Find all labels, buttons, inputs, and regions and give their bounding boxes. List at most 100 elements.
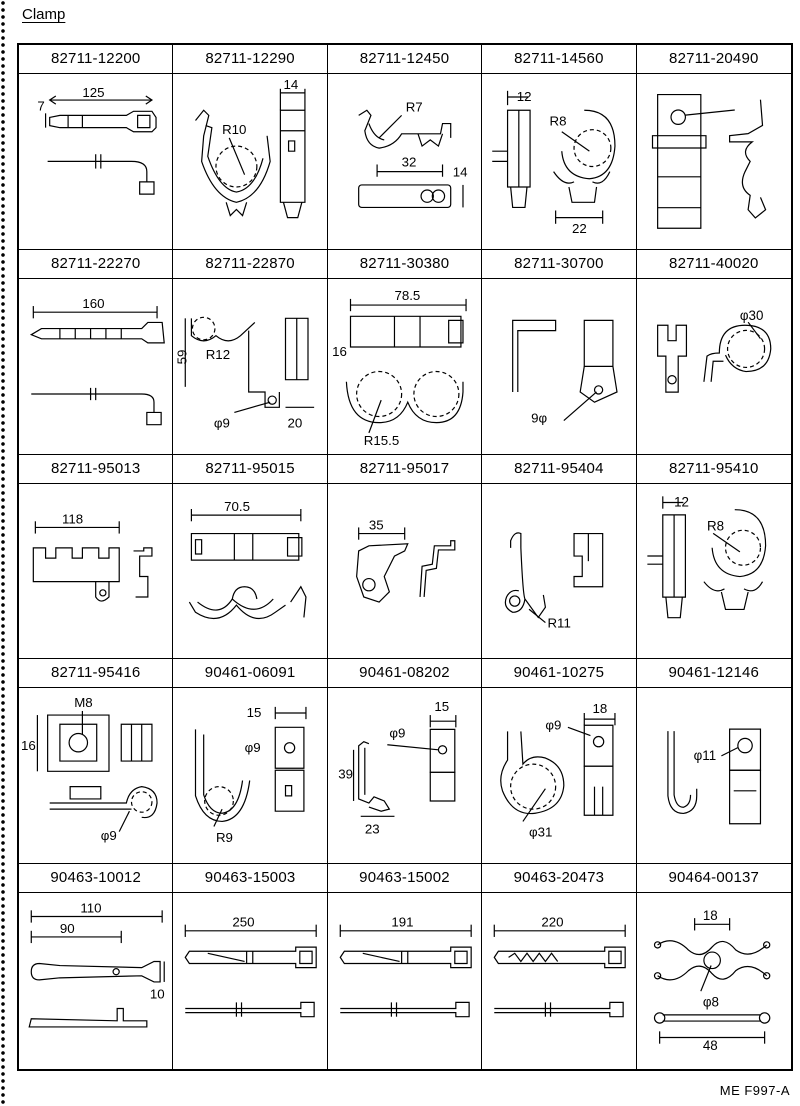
dim-label: 7 xyxy=(37,98,44,113)
part-cell[interactable]: 82711-95404 R11 xyxy=(482,454,637,660)
dim-label: φ8 xyxy=(702,995,718,1010)
dim-label: 10 xyxy=(150,986,165,1001)
part-cell[interactable]: 90461-06091 15 R9 φ9 xyxy=(173,659,328,865)
part-drawing: 9φ xyxy=(482,279,635,454)
part-cell[interactable]: 82711-95410 12 R8 xyxy=(636,455,791,660)
dim-label: φ31 xyxy=(529,825,552,840)
part-cell[interactable]: 82711-40020 φ30 xyxy=(636,250,791,455)
dim-label: 15 xyxy=(434,699,449,714)
part-drawing: 15 R9 φ9 xyxy=(173,688,326,863)
dim-label: φ30 xyxy=(739,308,763,323)
part-cell[interactable]: 82711-20490 xyxy=(636,45,791,250)
part-cell[interactable]: 82711-14560 12 R8 22 xyxy=(482,45,637,250)
dim-label: 18 xyxy=(593,701,608,716)
part-drawing: 191 xyxy=(328,893,481,1069)
dim-label: 39 xyxy=(338,767,353,782)
part-cell[interactable]: 82711-95416 M8 16 φ9 xyxy=(19,659,174,865)
part-number: 90461-06091 xyxy=(173,659,327,689)
dim-label: R11 xyxy=(548,615,571,630)
dim-label: R12 xyxy=(206,347,230,362)
part-drawing: 125 7 xyxy=(19,74,172,249)
part-number: 82711-14560 xyxy=(482,45,636,74)
page-title: Clamp xyxy=(22,6,66,23)
part-cell[interactable]: 82711-95013 118 xyxy=(19,454,174,660)
dim-label: 90 xyxy=(60,921,75,936)
dim-label: 125 xyxy=(82,85,104,100)
dim-label: 14 xyxy=(453,165,468,180)
part-cell[interactable]: 90463-10012 110 90 10 xyxy=(19,864,174,1069)
dim-label: 70.5 xyxy=(225,499,251,514)
part-number: 90463-15003 xyxy=(173,864,327,894)
part-cell[interactable]: 82711-95017 35 xyxy=(327,454,483,660)
part-number: 82711-12200 xyxy=(19,45,173,74)
binding-holes xyxy=(0,0,6,1106)
part-number: 82711-20490 xyxy=(636,45,791,74)
part-cell[interactable]: 90461-12146 φ11 xyxy=(636,659,791,865)
dim-label: 23 xyxy=(365,822,380,837)
part-number: 82711-12290 xyxy=(173,45,327,74)
dim-label: 35 xyxy=(369,517,384,532)
dim-label: 48 xyxy=(702,1038,717,1053)
parts-grid: 82711-12200 125 7 82711-12290 R xyxy=(17,43,793,1071)
dim-label: φ9 xyxy=(546,718,562,733)
part-number: 82711-40020 xyxy=(636,250,791,279)
part-drawing: 12 R8 22 xyxy=(482,74,635,249)
part-cell[interactable]: 82711-22270 160 xyxy=(19,249,174,455)
part-drawing: 110 90 10 xyxy=(19,893,172,1069)
part-drawing: R12 59 φ9 20 xyxy=(173,279,326,454)
part-number: 82711-12450 xyxy=(327,45,482,74)
part-drawing: 160 xyxy=(19,279,172,454)
part-cell[interactable]: 82711-30380 78.5 16 R15.5 xyxy=(327,249,483,455)
dim-label: 15 xyxy=(247,705,262,720)
part-cell[interactable]: 82711-22870 R12 59 φ9 20 xyxy=(173,249,328,455)
part-number: 90463-15002 xyxy=(327,864,482,894)
part-drawing: 78.5 16 R15.5 xyxy=(328,279,481,454)
part-cell[interactable]: 82711-30700 9φ xyxy=(482,249,637,455)
part-number: 90461-12146 xyxy=(636,659,791,689)
dim-label: φ9 xyxy=(101,828,117,843)
part-drawing: 18 φ8 48 xyxy=(637,893,791,1069)
dim-label: 32 xyxy=(401,155,416,170)
part-cell[interactable]: 82711-12290 R10 14 xyxy=(173,45,328,250)
part-drawing: R10 14 xyxy=(173,74,326,249)
dim-label: 16 xyxy=(332,344,347,359)
footer-code: ME F997-A xyxy=(719,1083,790,1098)
part-number: 90463-20473 xyxy=(482,864,636,894)
dim-label: 220 xyxy=(542,915,564,930)
dim-label: 250 xyxy=(233,915,255,930)
part-cell[interactable]: 82711-12450 R7 32 14 xyxy=(327,45,483,250)
part-number: 82711-22870 xyxy=(173,250,327,279)
part-number: 82711-95015 xyxy=(173,455,327,484)
dim-label: 16 xyxy=(21,738,36,753)
dim-label: 9φ xyxy=(531,410,547,425)
dim-label: φ9 xyxy=(214,416,230,431)
part-cell[interactable]: 90463-15003 250 xyxy=(173,864,328,1069)
part-drawing: 12 R8 xyxy=(637,484,791,659)
part-number: 82711-95410 xyxy=(636,455,791,484)
part-cell[interactable]: 90461-10275 18 φ9 φ31 xyxy=(482,659,637,865)
dim-label: φ9 xyxy=(389,726,405,741)
dim-label: R9 xyxy=(216,830,233,845)
part-drawing xyxy=(637,74,791,249)
part-drawing: R11 xyxy=(482,484,635,659)
part-cell[interactable]: 90463-15002 191 xyxy=(327,864,483,1069)
part-drawing: 118 xyxy=(19,484,172,659)
part-number: 82711-95017 xyxy=(327,455,482,484)
part-number: 90461-08202 xyxy=(327,659,482,689)
part-cell[interactable]: 90463-20473 220 xyxy=(482,864,637,1069)
dim-label: R8 xyxy=(550,114,567,129)
part-cell[interactable]: 90461-08202 15 φ9 39 23 xyxy=(327,659,483,865)
dim-label: R15.5 xyxy=(364,433,399,448)
part-cell[interactable]: 82711-95015 70.5 xyxy=(173,454,328,660)
part-drawing: 35 xyxy=(328,484,481,659)
dim-label: 22 xyxy=(572,221,587,236)
part-drawing: φ30 xyxy=(637,279,791,454)
part-drawing: M8 16 φ9 xyxy=(19,688,172,863)
dim-label: M8 xyxy=(74,695,92,710)
part-cell[interactable]: 82711-12200 125 7 xyxy=(19,45,174,250)
dim-label: φ9 xyxy=(245,740,261,755)
dim-label: 160 xyxy=(82,296,104,311)
part-number: 90464-00137 xyxy=(636,864,791,894)
part-cell[interactable]: 90464-00137 18 φ8 48 xyxy=(636,864,791,1069)
part-drawing: 220 xyxy=(482,893,635,1069)
